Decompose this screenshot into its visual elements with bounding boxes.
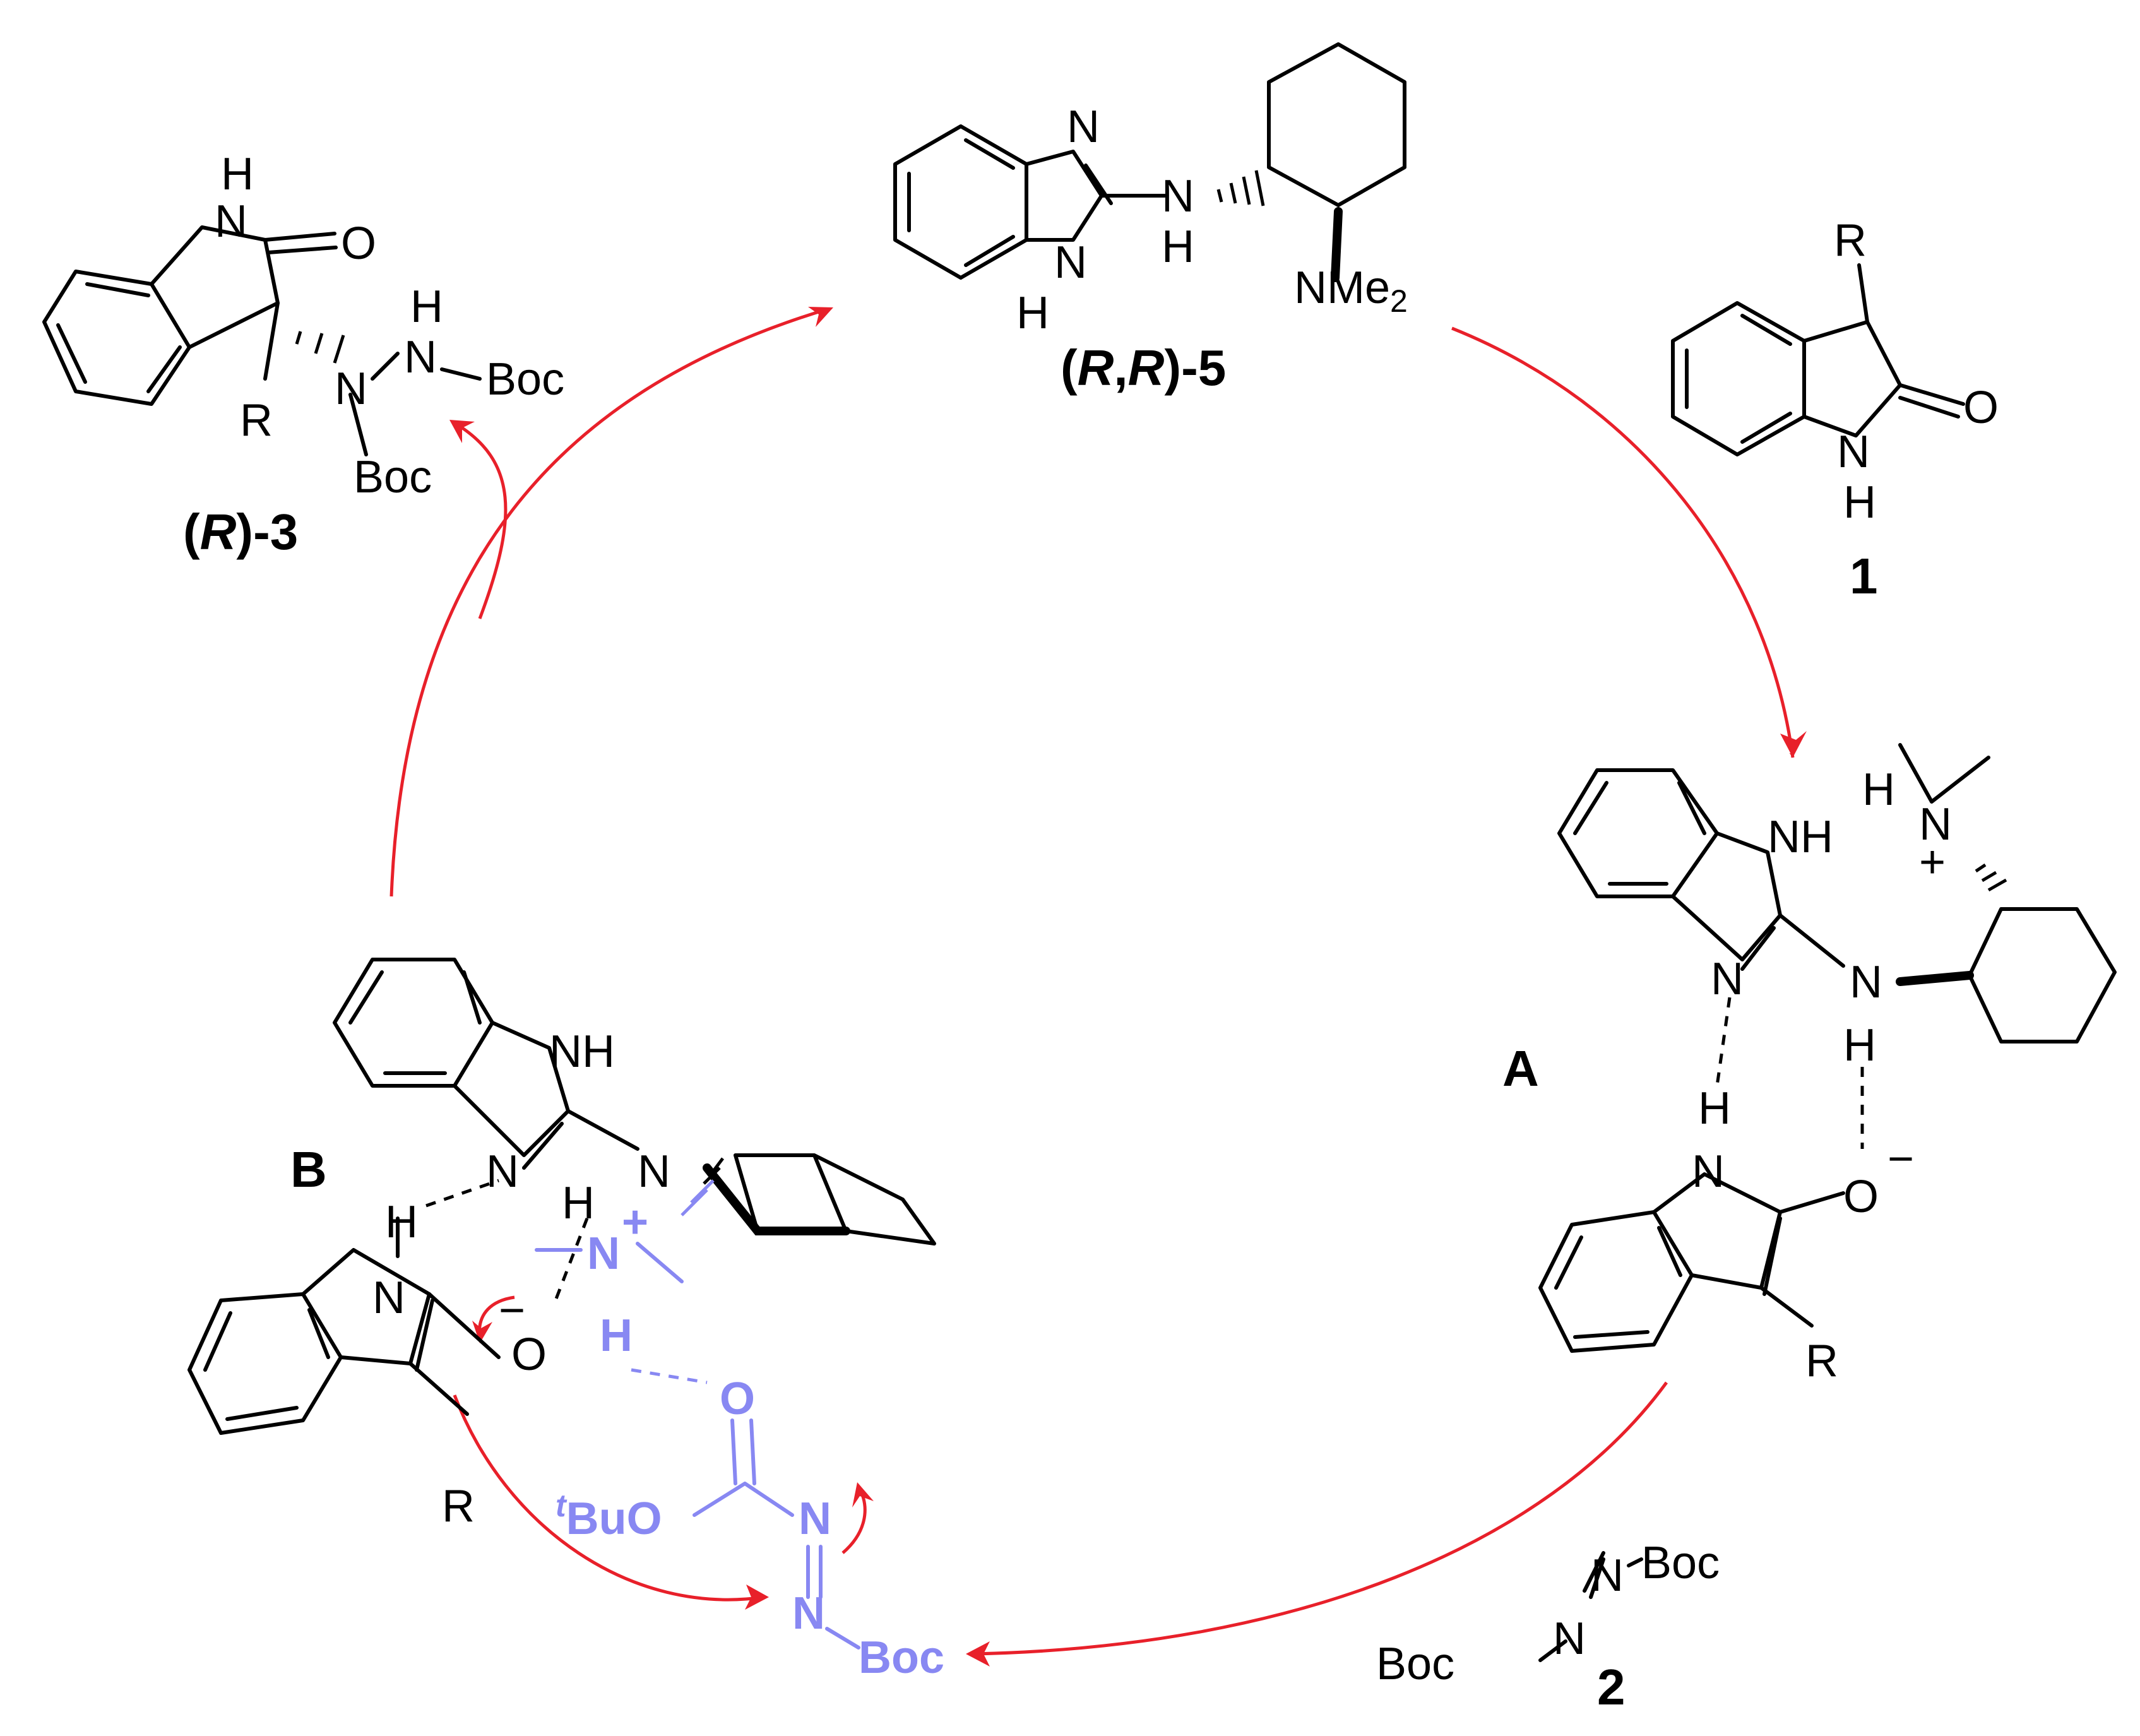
oxindole-1-structure: R O N H 1: [1671, 215, 1999, 604]
oxindole-1-n: N: [1837, 427, 1870, 477]
intermediate-b-label: B: [290, 1141, 327, 1198]
intermediate-a-n-amine-h: H: [1843, 1020, 1876, 1071]
azo-2-boc-2: Boc: [1376, 1639, 1454, 1689]
oxindole-1-r: R: [1834, 215, 1867, 266]
intermediate-b-n-oxindole: N: [372, 1273, 405, 1323]
intermediate-b-n-azo-2: N: [792, 1588, 825, 1639]
intermediate-a-o-minus: O: [1843, 1172, 1879, 1222]
arrow-b-to-catalyst: [389, 307, 828, 897]
catalyst-amino-n: N: [1162, 171, 1194, 222]
intermediate-b-n-imine: N: [486, 1146, 519, 1197]
intermediate-b-n-amine: N: [638, 1146, 670, 1197]
intermediate-a-minus: −: [1887, 1134, 1914, 1184]
intermediate-b-h-oxindole: H: [385, 1197, 418, 1247]
azo-2-label: 2: [1597, 1659, 1626, 1715]
intermediate-b-n-ammonium: N: [587, 1228, 620, 1279]
intermediate-a-r: R: [1805, 1336, 1838, 1386]
azodicarboxylate-2-structure: N N Boc Boc 2: [1376, 1538, 1720, 1715]
arrowhead-c2: [472, 1321, 492, 1343]
azo-2-n2: N: [1591, 1550, 1624, 1601]
arrowhead-a: [1780, 731, 1807, 758]
oxindole-1-label: 1: [1850, 548, 1878, 604]
cycle-arrows: [389, 307, 1795, 1656]
intermediate-a-plus: +: [1919, 837, 1946, 888]
product-3-nh-h: H: [221, 149, 254, 199]
intermediate-a-n-oxindole: N: [1692, 1146, 1725, 1197]
arrow-catalyst-to-a: [1451, 326, 1795, 758]
product-3-boc-1: Boc: [486, 354, 564, 405]
intermediate-b-boc: Boc: [859, 1632, 944, 1683]
intermediate-a-n-ammonium: N: [1919, 799, 1952, 850]
product-3-structure: N H O R N N H Boc Boc (R)-3: [42, 149, 564, 560]
catalyst-nme2: NMe2: [1294, 263, 1408, 319]
intermediate-b-nh: NH: [549, 1026, 615, 1077]
arrowhead-boc: [966, 1641, 990, 1667]
product-3-label: (R)-3: [183, 504, 298, 560]
catalyst-structure: N N H N H NMe2 (R,R)-5: [893, 42, 1408, 396]
intermediate-b-h-ammonium: H: [600, 1311, 633, 1361]
product-3-r: R: [240, 395, 273, 446]
arrow-heads: [449, 307, 1807, 1667]
intermediate-a-h-ammonium: H: [1862, 764, 1895, 815]
oxindole-1-o: O: [1963, 383, 1999, 433]
intermediate-b-tbuo: tBuO: [556, 1488, 662, 1544]
arrowhead-n: [852, 1482, 874, 1507]
intermediate-b-plus: +: [622, 1197, 648, 1247]
arrowhead-catalyst: [808, 307, 833, 327]
catalyst-nh-ring: N: [1054, 237, 1087, 288]
intermediate-a-nh: NH: [1768, 812, 1833, 862]
arrow-a-to-2: [972, 1381, 1668, 1656]
intermediate-b-minus: −: [499, 1285, 525, 1336]
arrowhead-product: [449, 420, 475, 443]
intermediate-b-structure: NH B N N H H N O − R N + H O tBuO N N Bo…: [187, 958, 944, 1683]
arrowhead-azo: [745, 1584, 769, 1610]
catalyst-label: (R,R)-5: [1061, 340, 1226, 396]
intermediate-b-r: R: [442, 1481, 475, 1531]
intermediate-b-h-amine: H: [562, 1178, 595, 1228]
intermediate-b-o-minus: O: [511, 1329, 547, 1380]
intermediate-b-n-azo-1: N: [799, 1494, 831, 1544]
catalyst-amino-h: H: [1162, 222, 1194, 272]
intermediate-a-h-oxindole: H: [1698, 1083, 1731, 1134]
oxindole-1-h: H: [1843, 477, 1876, 528]
product-3-n2-h: H: [410, 282, 443, 332]
product-3-n2: N: [404, 332, 437, 383]
intermediate-a-label: A: [1502, 1040, 1539, 1097]
arrow-b-enolate-to-azo: [453, 1394, 764, 1602]
catalyst-nh-ring-h: H: [1016, 288, 1049, 338]
intermediate-a-structure: NH N N H H N + A H N O − R: [1502, 743, 2117, 1386]
product-3-o: O: [341, 218, 376, 269]
azo-2-boc-1: Boc: [1641, 1538, 1720, 1588]
azo-2-n1: N: [1553, 1614, 1586, 1664]
arrow-to-product-3: [453, 421, 508, 619]
product-3-n1: N: [335, 364, 367, 414]
product-3-boc-2: Boc: [354, 452, 432, 502]
intermediate-b-o-carbonyl: O: [720, 1374, 755, 1424]
intermediate-a-n-imine: N: [1711, 954, 1744, 1004]
catalyst-n-imine: N: [1067, 102, 1100, 152]
intermediate-a-n-amine: N: [1850, 957, 1882, 1008]
product-3-nh: N: [215, 196, 247, 247]
